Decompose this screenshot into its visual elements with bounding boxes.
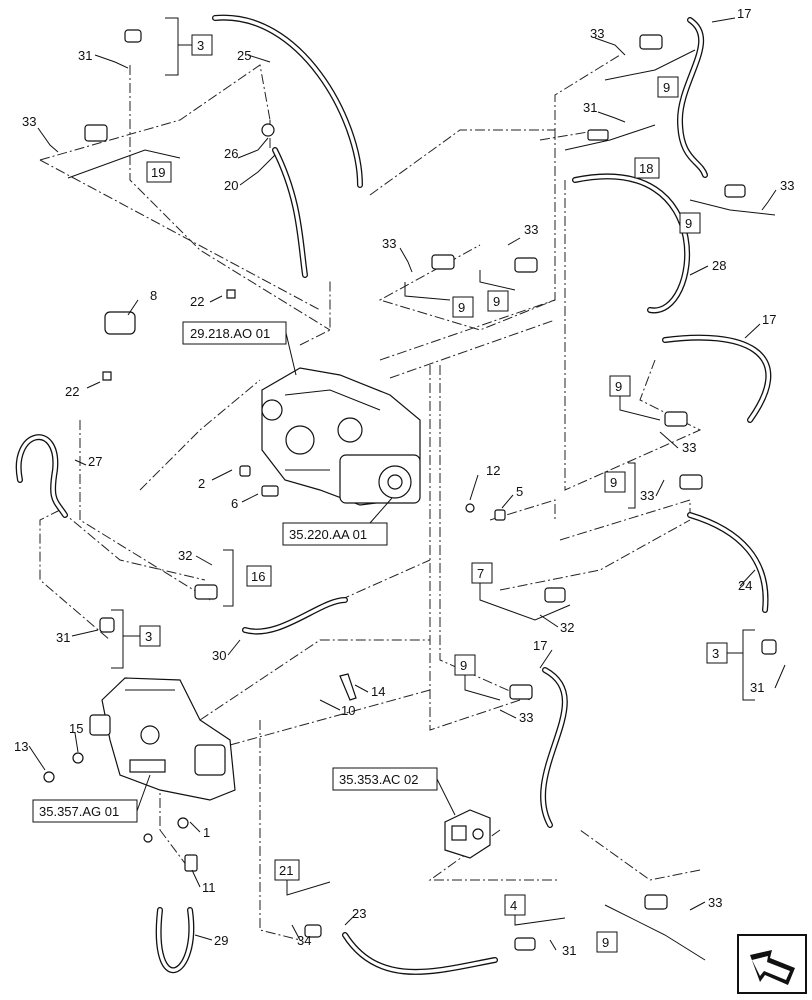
callout-31b: 31 (583, 100, 597, 115)
callout-33b: 33 (590, 26, 604, 41)
callout-9g: 9 (460, 658, 467, 673)
callout-1: 1 (203, 825, 210, 840)
callout-31d: 31 (750, 680, 764, 695)
callout-6: 6 (231, 496, 238, 511)
callout-24: 24 (738, 578, 752, 593)
callout-18: 18 (639, 161, 653, 176)
leader-lines (28, 17, 786, 951)
callout-33c: 33 (780, 178, 794, 193)
callout-22b: 22 (65, 384, 79, 399)
callout-22a: 22 (190, 294, 204, 309)
callout-12: 12 (486, 463, 500, 478)
callout-16: 16 (251, 569, 265, 584)
callout-8: 8 (150, 288, 157, 303)
callout-23: 23 (352, 906, 366, 921)
hose-24 (687, 512, 769, 613)
callout-15: 15 (69, 721, 83, 736)
callout-33e: 33 (524, 222, 538, 237)
callout-30: 30 (212, 648, 226, 663)
callout-32b: 32 (560, 620, 574, 635)
callout-9b: 9 (685, 216, 692, 231)
callout-33i: 33 (708, 895, 722, 910)
callout-29: 29 (214, 933, 228, 948)
callout-25: 25 (237, 48, 251, 63)
numeric-callouts: 31 25 33 26 20 33 17 31 33 33 33 28 8 22… (14, 6, 794, 958)
callout-28: 28 (712, 258, 726, 273)
callout-9d: 9 (493, 294, 500, 309)
callout-13: 13 (14, 739, 28, 754)
callout-33a: 33 (22, 114, 36, 129)
callout-boxes: 3 19 9 18 9 9 9 9 9 (67, 17, 776, 961)
callout-19: 19 (151, 165, 165, 180)
callout-33f: 33 (682, 440, 696, 455)
callout-17b: 17 (762, 312, 776, 327)
callout-33g: 33 (640, 488, 654, 503)
pump-ref-label: 29.218.AO 01 (190, 326, 270, 341)
callout-10: 10 (341, 703, 355, 718)
reference-boxes: 29.218.AO 01 35.220.AA 01 35.357.AG 01 3… (32, 321, 456, 823)
callout-5: 5 (516, 484, 523, 499)
hose-28 (572, 173, 690, 314)
control-block (444, 809, 491, 859)
callout-2: 2 (198, 476, 205, 491)
control-valve (89, 677, 236, 801)
control-ref-label: 35.353.AC 02 (339, 772, 419, 787)
valve-ref-label: 35.357.AG 01 (39, 804, 119, 819)
callout-9f: 9 (610, 475, 617, 490)
callout-21: 21 (279, 863, 293, 878)
callout-26: 26 (224, 146, 238, 161)
callout-17a: 17 (737, 6, 751, 21)
callout-3-mid: 3 (145, 629, 152, 644)
callout-33h: 33 (519, 710, 533, 725)
hose-20 (272, 147, 308, 278)
callout-14: 14 (371, 684, 385, 699)
callout-31c: 31 (56, 630, 70, 645)
callout-9a: 9 (663, 80, 670, 95)
callout-20: 20 (224, 178, 238, 193)
callout-4: 4 (510, 898, 517, 913)
callout-31e: 31 (562, 943, 576, 958)
callout-17c: 17 (533, 638, 547, 653)
hydrostatic-pump (261, 367, 421, 506)
callout-3-top: 3 (197, 38, 204, 53)
callout-3-right: 3 (712, 646, 719, 661)
callout-27: 27 (88, 454, 102, 469)
hose-23 (342, 932, 498, 975)
adapter-8 (104, 311, 136, 335)
callout-11: 11 (202, 880, 216, 895)
callout-33d: 33 (382, 236, 396, 251)
fittings (84, 29, 777, 951)
small-parts (43, 123, 475, 843)
callout-9c: 9 (458, 300, 465, 315)
callout-9e: 9 (615, 379, 622, 394)
navigation-arrow-icon[interactable] (737, 934, 807, 994)
hoses (15, 14, 772, 975)
callout-32a: 32 (178, 548, 192, 563)
callout-9h: 9 (602, 935, 609, 950)
callout-7: 7 (477, 566, 484, 581)
callout-34: 34 (297, 933, 311, 948)
callout-31a: 31 (78, 48, 92, 63)
pump-ref2-label: 35.220.AA 01 (289, 527, 367, 542)
